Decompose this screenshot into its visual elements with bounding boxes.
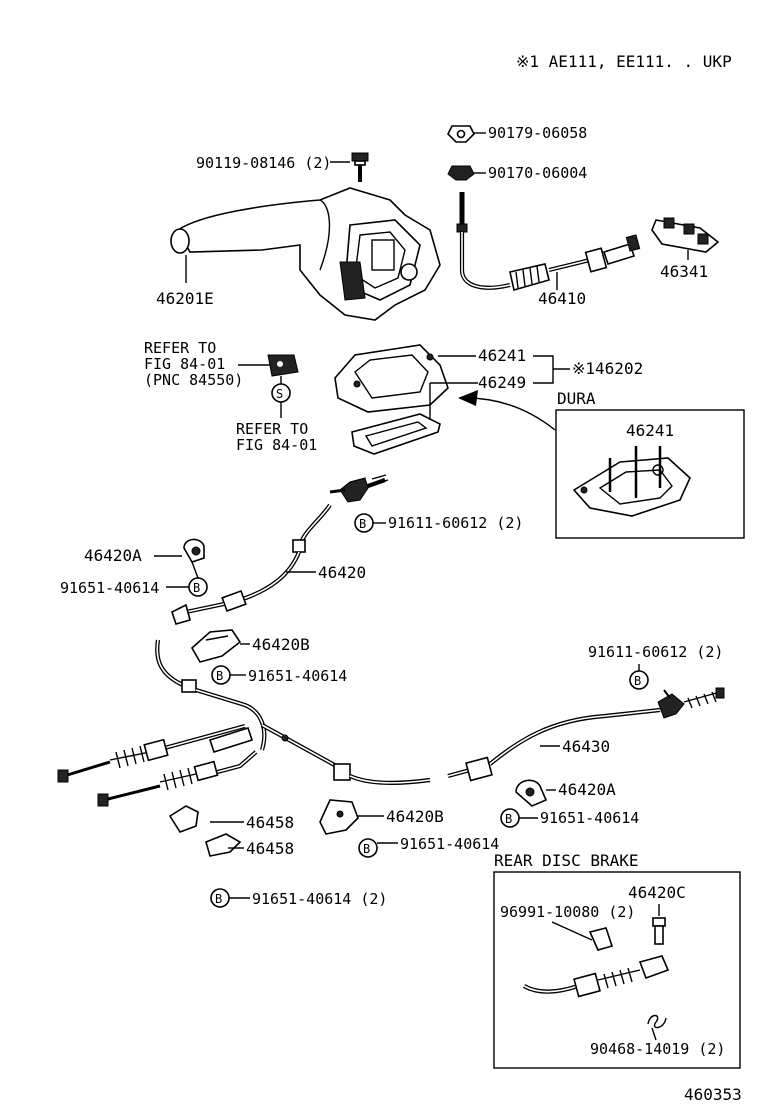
clamp-46420B-top-icon	[190, 629, 242, 663]
svg-text:B: B	[634, 674, 641, 688]
intermediate-cable-icon	[260, 723, 431, 786]
arrow-icon	[458, 390, 478, 406]
bolt-90119-icon	[351, 152, 369, 182]
label-90179-06058: 90179-06058	[488, 124, 587, 142]
svg-text:B: B	[216, 669, 223, 683]
svg-text:B: B	[193, 581, 200, 595]
rear-disc-brake-title: REAR DISC BRAKE	[494, 851, 639, 870]
b-symbol-icon: B	[500, 808, 520, 828]
label-91651-40614-a: 91651-40614	[60, 579, 159, 597]
header-note: ※1 AE111, EE111. . UKP	[516, 52, 732, 71]
nut-90179-icon	[447, 125, 475, 143]
seal-46249-icon	[351, 413, 441, 455]
b-symbol-icon: B	[211, 665, 231, 685]
svg-text:S: S	[276, 387, 283, 401]
clip-46458-1-icon	[168, 805, 199, 833]
nut-90170-icon	[447, 165, 475, 181]
label-91651-40614-c: 91651-40614	[540, 809, 639, 827]
label-91611-60612-top: 91611-60612 (2)	[388, 514, 523, 532]
rear-cable-46430-icon	[447, 687, 725, 782]
label-46420B-bottom: 46420B	[386, 807, 444, 826]
front-cable-46410-icon	[456, 192, 641, 292]
label-90468-14019: 90468-14019 (2)	[590, 1040, 725, 1058]
dura-cover-icon	[572, 446, 691, 517]
b-symbol-icon: B	[188, 577, 208, 597]
fig-84-01-text-1: FIG 84-01	[144, 355, 225, 373]
figure-number: 460353	[684, 1085, 742, 1104]
label-46430: 46430	[562, 737, 610, 756]
s-symbol-icon: S	[271, 383, 291, 403]
svg-text:B: B	[359, 517, 366, 531]
dura-title: DURA	[557, 389, 596, 408]
dura-box	[555, 409, 745, 539]
fig-84-01-text-2: FIG 84-01	[236, 436, 317, 454]
label-46420A-right: 46420A	[558, 780, 616, 799]
label-46201E: 46201E	[156, 289, 214, 308]
parking-brake-lever-icon	[170, 187, 441, 321]
rear-disc-brake-box	[493, 871, 741, 1069]
label-146202: ※146202	[572, 359, 643, 378]
rear-cable-46420-icon	[171, 474, 389, 625]
label-46458-1: 46458	[246, 813, 294, 832]
clip-46341-icon	[651, 217, 720, 253]
label-91651-40614-b: 91651-40614	[248, 667, 347, 685]
label-90170-06004: 90170-06004	[488, 164, 587, 182]
label-46341: 46341	[660, 262, 708, 281]
clip-96991-icon	[588, 927, 614, 951]
label-46420A-left: 46420A	[84, 546, 142, 565]
label-91651-40614-d: 91651-40614	[400, 835, 499, 853]
label-96991-10080: 96991-10080 (2)	[500, 903, 635, 921]
clamp-46420A-left-icon	[183, 538, 205, 563]
console-cover-46241-icon	[334, 344, 449, 413]
refer-to-text-1: REFER TO	[144, 339, 216, 357]
svg-text:B: B	[505, 812, 512, 826]
bracket-ref-icon	[267, 354, 299, 377]
pnc-84550-text: (PNC 84550)	[144, 371, 243, 389]
b-symbol-icon: B	[358, 838, 378, 858]
label-46458-2: 46458	[246, 839, 294, 858]
label-46241: 46241	[478, 346, 526, 365]
rear-cable-lower-left-icon	[57, 639, 267, 807]
clamp-46420B-bottom-icon	[319, 799, 359, 835]
label-91651-40614-e: 91651-40614 (2)	[252, 890, 387, 908]
label-46249: 46249	[478, 373, 526, 392]
label-46420B-top: 46420B	[252, 635, 310, 654]
svg-text:B: B	[215, 892, 222, 906]
label-46420: 46420	[318, 563, 366, 582]
rear-disc-cable-icon	[522, 955, 670, 998]
b-symbol-icon: B	[629, 670, 649, 690]
svg-text:B: B	[363, 842, 370, 856]
b-symbol-icon: B	[354, 513, 374, 533]
clamp-46420A-right-icon	[515, 779, 548, 807]
pin-46420C-icon	[652, 917, 666, 945]
refer-to-text-2: REFER TO	[236, 420, 308, 438]
spring-clip-90468-icon	[647, 1014, 667, 1029]
label-90119-08146: 90119-08146 (2)	[196, 154, 331, 172]
label-dura-46241: 46241	[626, 421, 674, 440]
clip-46458-2-icon	[205, 833, 242, 857]
b-symbol-icon: B	[210, 888, 230, 908]
label-46410: 46410	[538, 289, 586, 308]
label-46420C: 46420C	[628, 883, 686, 902]
label-91611-60612-right: 91611-60612 (2)	[588, 643, 723, 661]
